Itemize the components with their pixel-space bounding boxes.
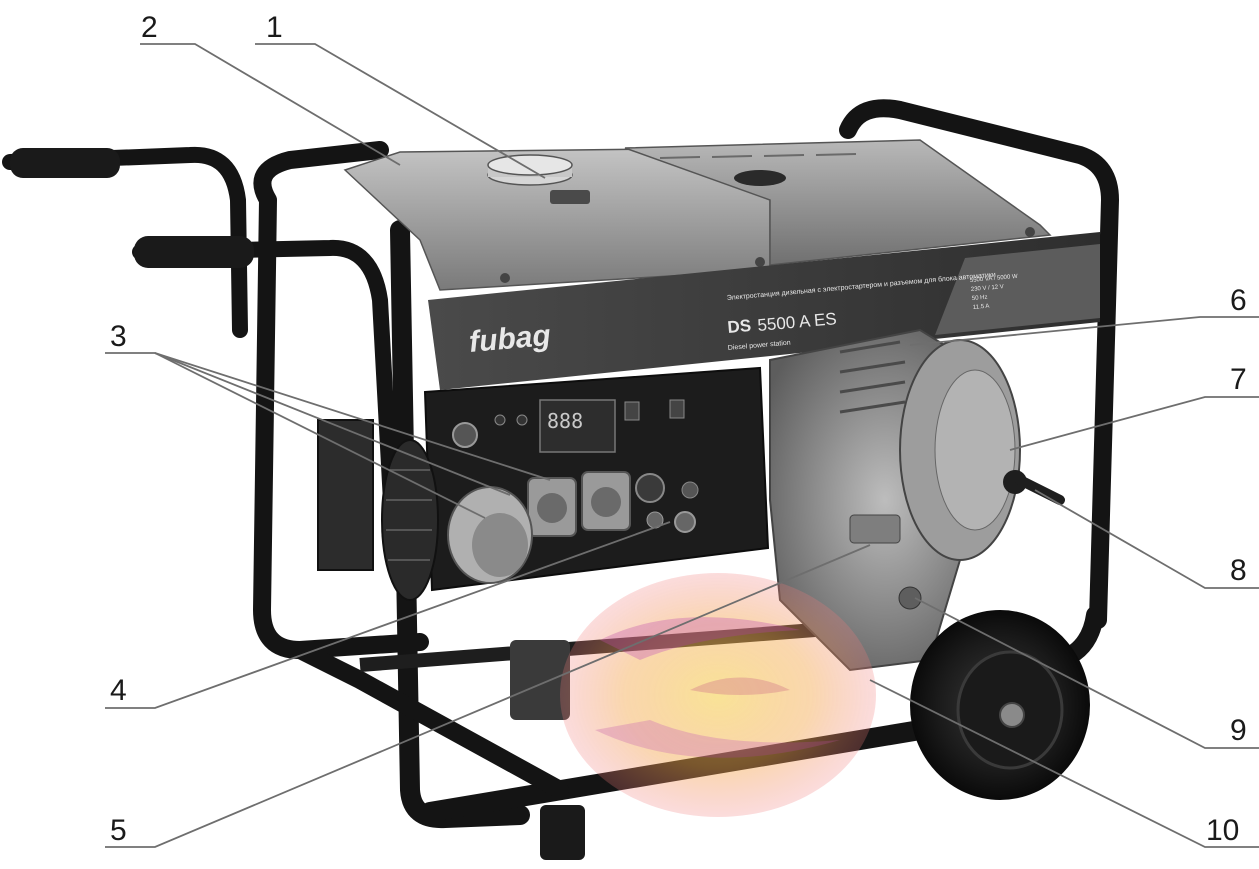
callout-9: 9 — [1230, 714, 1247, 747]
display-digits: 888 — [547, 409, 583, 433]
callout-10: 10 — [1206, 814, 1239, 847]
leader-8 — [1034, 489, 1259, 589]
battery-box — [317, 419, 374, 571]
wheel — [910, 610, 1090, 800]
callout-6: 6 — [1230, 284, 1247, 317]
leader-3b — [154, 352, 511, 496]
brand-logo: fubag — [468, 319, 552, 359]
leader-lines — [105, 43, 1259, 848]
ignition-key-switch — [452, 422, 478, 448]
callout-5: 5 — [110, 814, 127, 847]
leader-4 — [105, 521, 671, 709]
fuel-tank-housing — [343, 139, 1052, 291]
leader-10 — [869, 679, 1259, 848]
engine — [769, 328, 1065, 672]
handle-grip-rear — [10, 148, 120, 178]
spec-line-1: 5500 VA / 5000 W — [970, 274, 1019, 284]
leader-7 — [1009, 396, 1259, 451]
callout-2: 2 — [141, 11, 158, 44]
leader-2 — [140, 43, 401, 166]
callout-8: 8 — [1230, 554, 1247, 587]
callout-1: 1 — [266, 11, 283, 44]
control-panel: 888 — [423, 366, 770, 592]
leader-5 — [105, 544, 871, 848]
fuel-gauge — [550, 190, 590, 204]
spec-line-2: 230 V / 12 V — [971, 284, 1004, 293]
digital-display — [539, 399, 616, 453]
alternator — [317, 419, 439, 601]
model-prefix: DS — [727, 316, 752, 337]
callout-4: 4 — [110, 674, 127, 707]
ground-terminal — [674, 511, 696, 533]
frame-foot — [540, 805, 585, 860]
watermark-logo — [560, 573, 876, 817]
fuel-pump — [849, 514, 901, 544]
spec-line-3: 50 Hz — [972, 295, 988, 302]
leader-6 — [909, 316, 1259, 346]
handle-grip-front — [134, 236, 254, 268]
spec-line-4: 11.5 A — [973, 304, 990, 311]
callout-7: 7 — [1230, 363, 1247, 396]
dc-socket — [635, 473, 665, 503]
oil-drain-plug — [898, 586, 922, 610]
leader-9 — [914, 597, 1259, 749]
brand-banner: fubag Электростанция дизельная с электро… — [428, 232, 1100, 390]
callout-numbers: 1 2 3 4 5 6 7 8 9 10 — [110, 11, 1247, 847]
callout-3: 3 — [110, 320, 127, 353]
leader-3c — [154, 352, 486, 519]
leader-1 — [255, 43, 546, 179]
